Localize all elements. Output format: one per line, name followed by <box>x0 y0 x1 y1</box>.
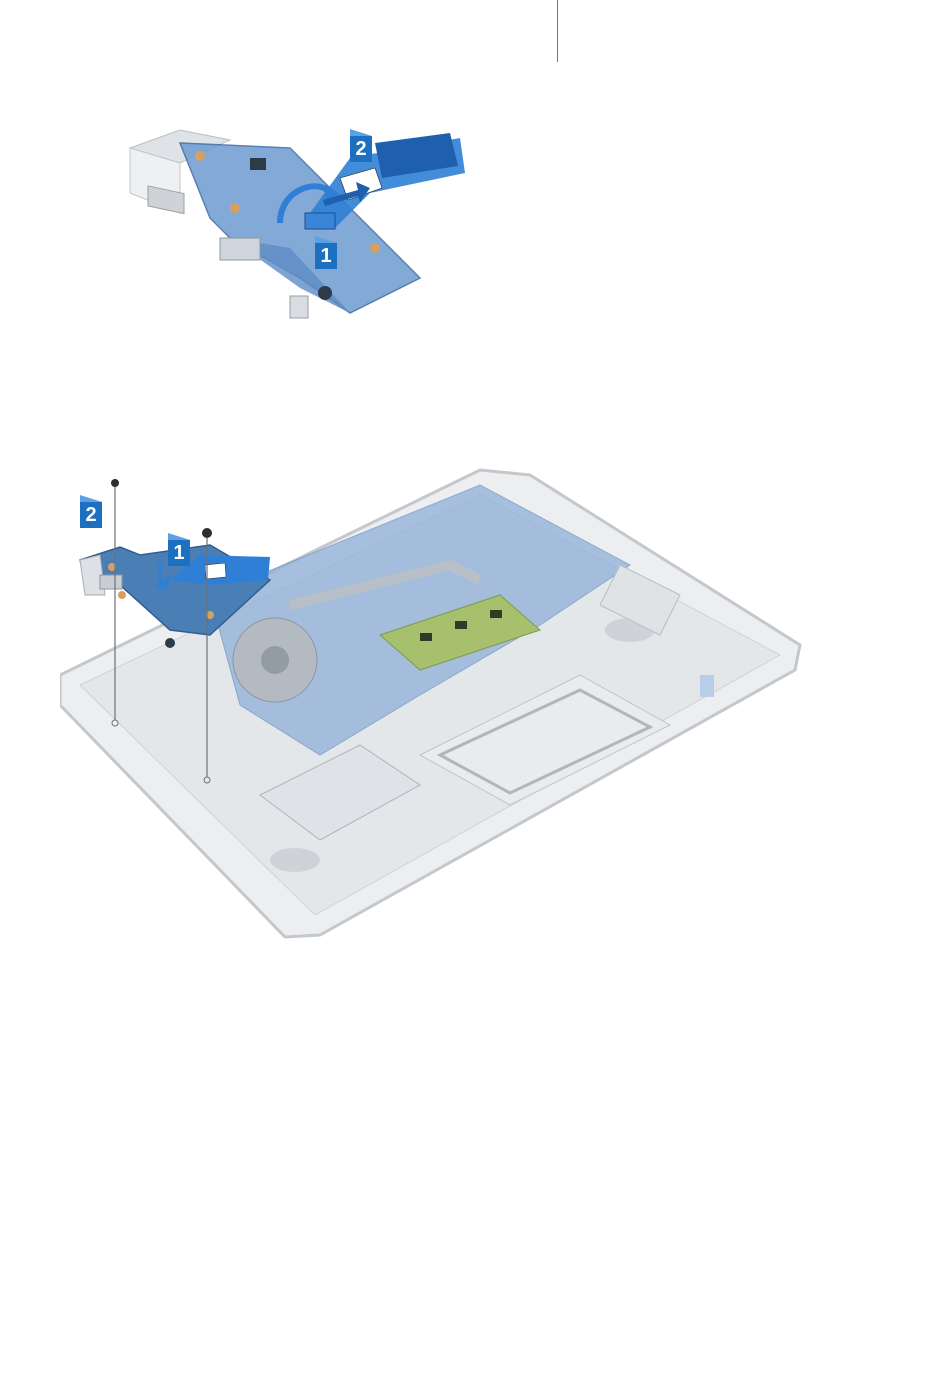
io-board-illustration <box>120 118 480 338</box>
laptop-base-illustration <box>60 455 820 955</box>
callout-badge-1: 1 <box>168 540 190 566</box>
callout-badge-2: 2 <box>80 502 102 528</box>
io-board-cable-disconnect-figure: 1 2 <box>120 118 480 338</box>
callout-badge-1: 1 <box>315 243 337 269</box>
callout-badge-2: 2 <box>350 136 372 162</box>
io-board-removal-figure: 1 2 <box>60 455 820 955</box>
page-divider-line <box>557 0 558 62</box>
